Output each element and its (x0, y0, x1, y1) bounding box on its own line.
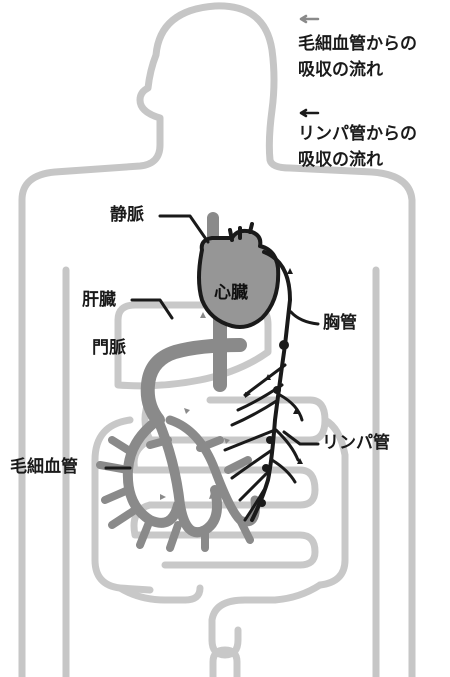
legend-blood-line2: 吸収の流れ (298, 58, 383, 82)
legend-blood-line1: 毛細血管からの (298, 32, 417, 56)
label-liver: 肝臓 (82, 292, 116, 309)
legend-lymph-line2: 吸収の流れ (298, 148, 383, 172)
label-thoracic-duct: 胸管 (323, 315, 357, 332)
label-lymph-vessel: リンパ管 (322, 435, 390, 452)
label-capillary: 毛細血管 (10, 459, 78, 476)
label-vein: 静脈 (110, 207, 144, 224)
lymph-legend-arrow (301, 110, 318, 116)
heart (199, 224, 278, 327)
legend-lymph-line1: リンパ管からの (298, 122, 417, 146)
blood-legend-arrow (301, 16, 318, 22)
label-heart: 心臓 (214, 285, 248, 302)
label-portal-vein: 門脈 (92, 340, 126, 357)
